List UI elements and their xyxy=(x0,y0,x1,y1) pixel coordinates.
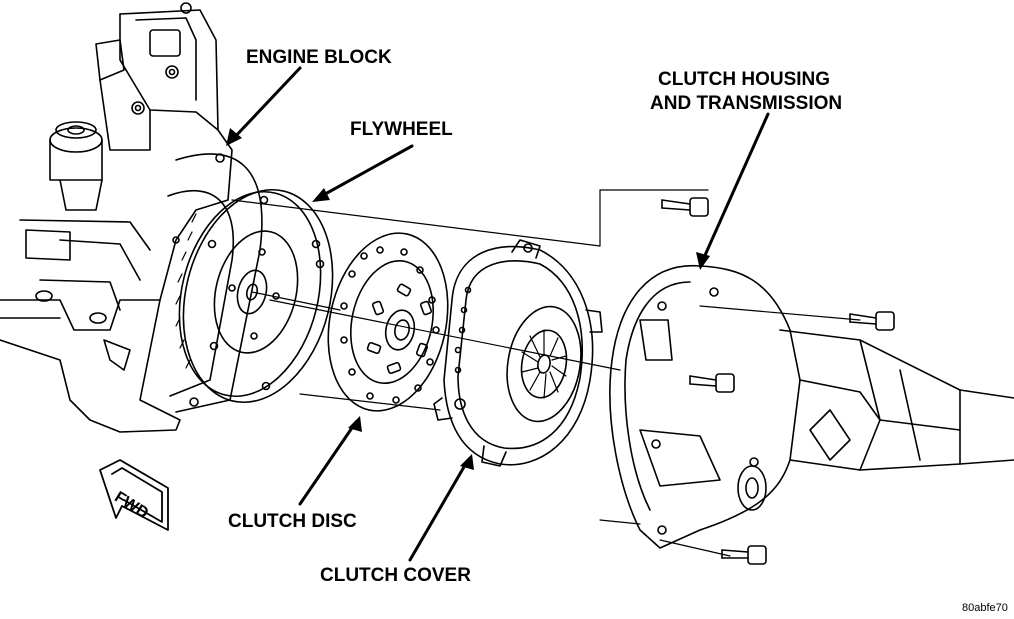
arrow-clutch-cover xyxy=(408,458,470,562)
bolt-right xyxy=(849,311,895,331)
engine-block xyxy=(0,2,263,433)
leader-arrows xyxy=(230,66,770,562)
label-clutch-housing-line1: CLUTCH HOUSING xyxy=(658,69,831,90)
bolt-bottom xyxy=(721,545,767,565)
arrow-clutch-housing xyxy=(700,112,770,264)
alignment-lines xyxy=(231,189,861,557)
figure-code: 80abfe70 xyxy=(962,602,1008,614)
clutch-disc xyxy=(327,232,449,412)
bolts xyxy=(661,197,895,565)
bolt-top xyxy=(661,197,709,217)
label-clutch-disc: CLUTCH DISC xyxy=(228,511,357,532)
label-flywheel: FLYWHEEL xyxy=(350,119,453,140)
arrow-clutch-disc xyxy=(298,420,358,506)
label-engine-block: ENGINE BLOCK xyxy=(246,47,392,68)
flywheel xyxy=(175,188,334,404)
label-clutch-cover: CLUTCH COVER xyxy=(320,565,471,586)
fwd-arrow-icon xyxy=(99,459,169,531)
arrow-flywheel xyxy=(316,144,414,200)
arrow-engine-block xyxy=(230,66,302,142)
clutch-housing-and-transmission xyxy=(609,265,1014,549)
bolt-middle xyxy=(689,373,735,393)
clutch-cover xyxy=(433,239,603,467)
arrow-heads xyxy=(226,128,710,470)
label-clutch-housing-line2: AND TRANSMISSION xyxy=(650,93,843,114)
